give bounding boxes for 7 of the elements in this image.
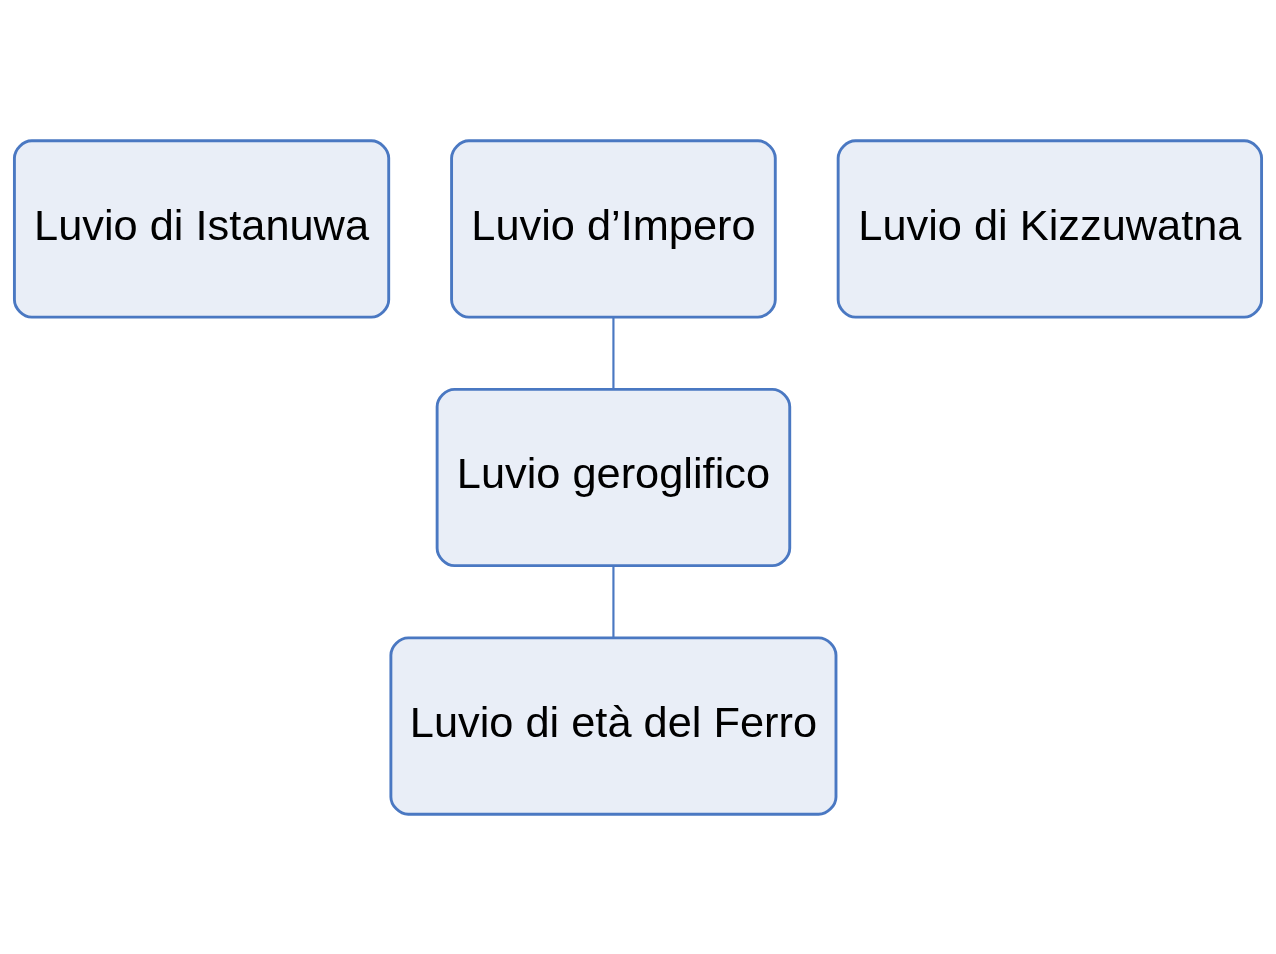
node-box: Luvio d’Impero xyxy=(450,138,777,319)
node-box: Luvio di età del Ferro xyxy=(389,635,838,816)
connector xyxy=(612,317,615,389)
node-box: Luvio di Istanuwa xyxy=(12,138,391,319)
node-box: Luvio geroglifico xyxy=(435,387,792,567)
connector xyxy=(612,565,615,638)
node-box: Luvio di Kizzuwatna xyxy=(836,138,1264,319)
